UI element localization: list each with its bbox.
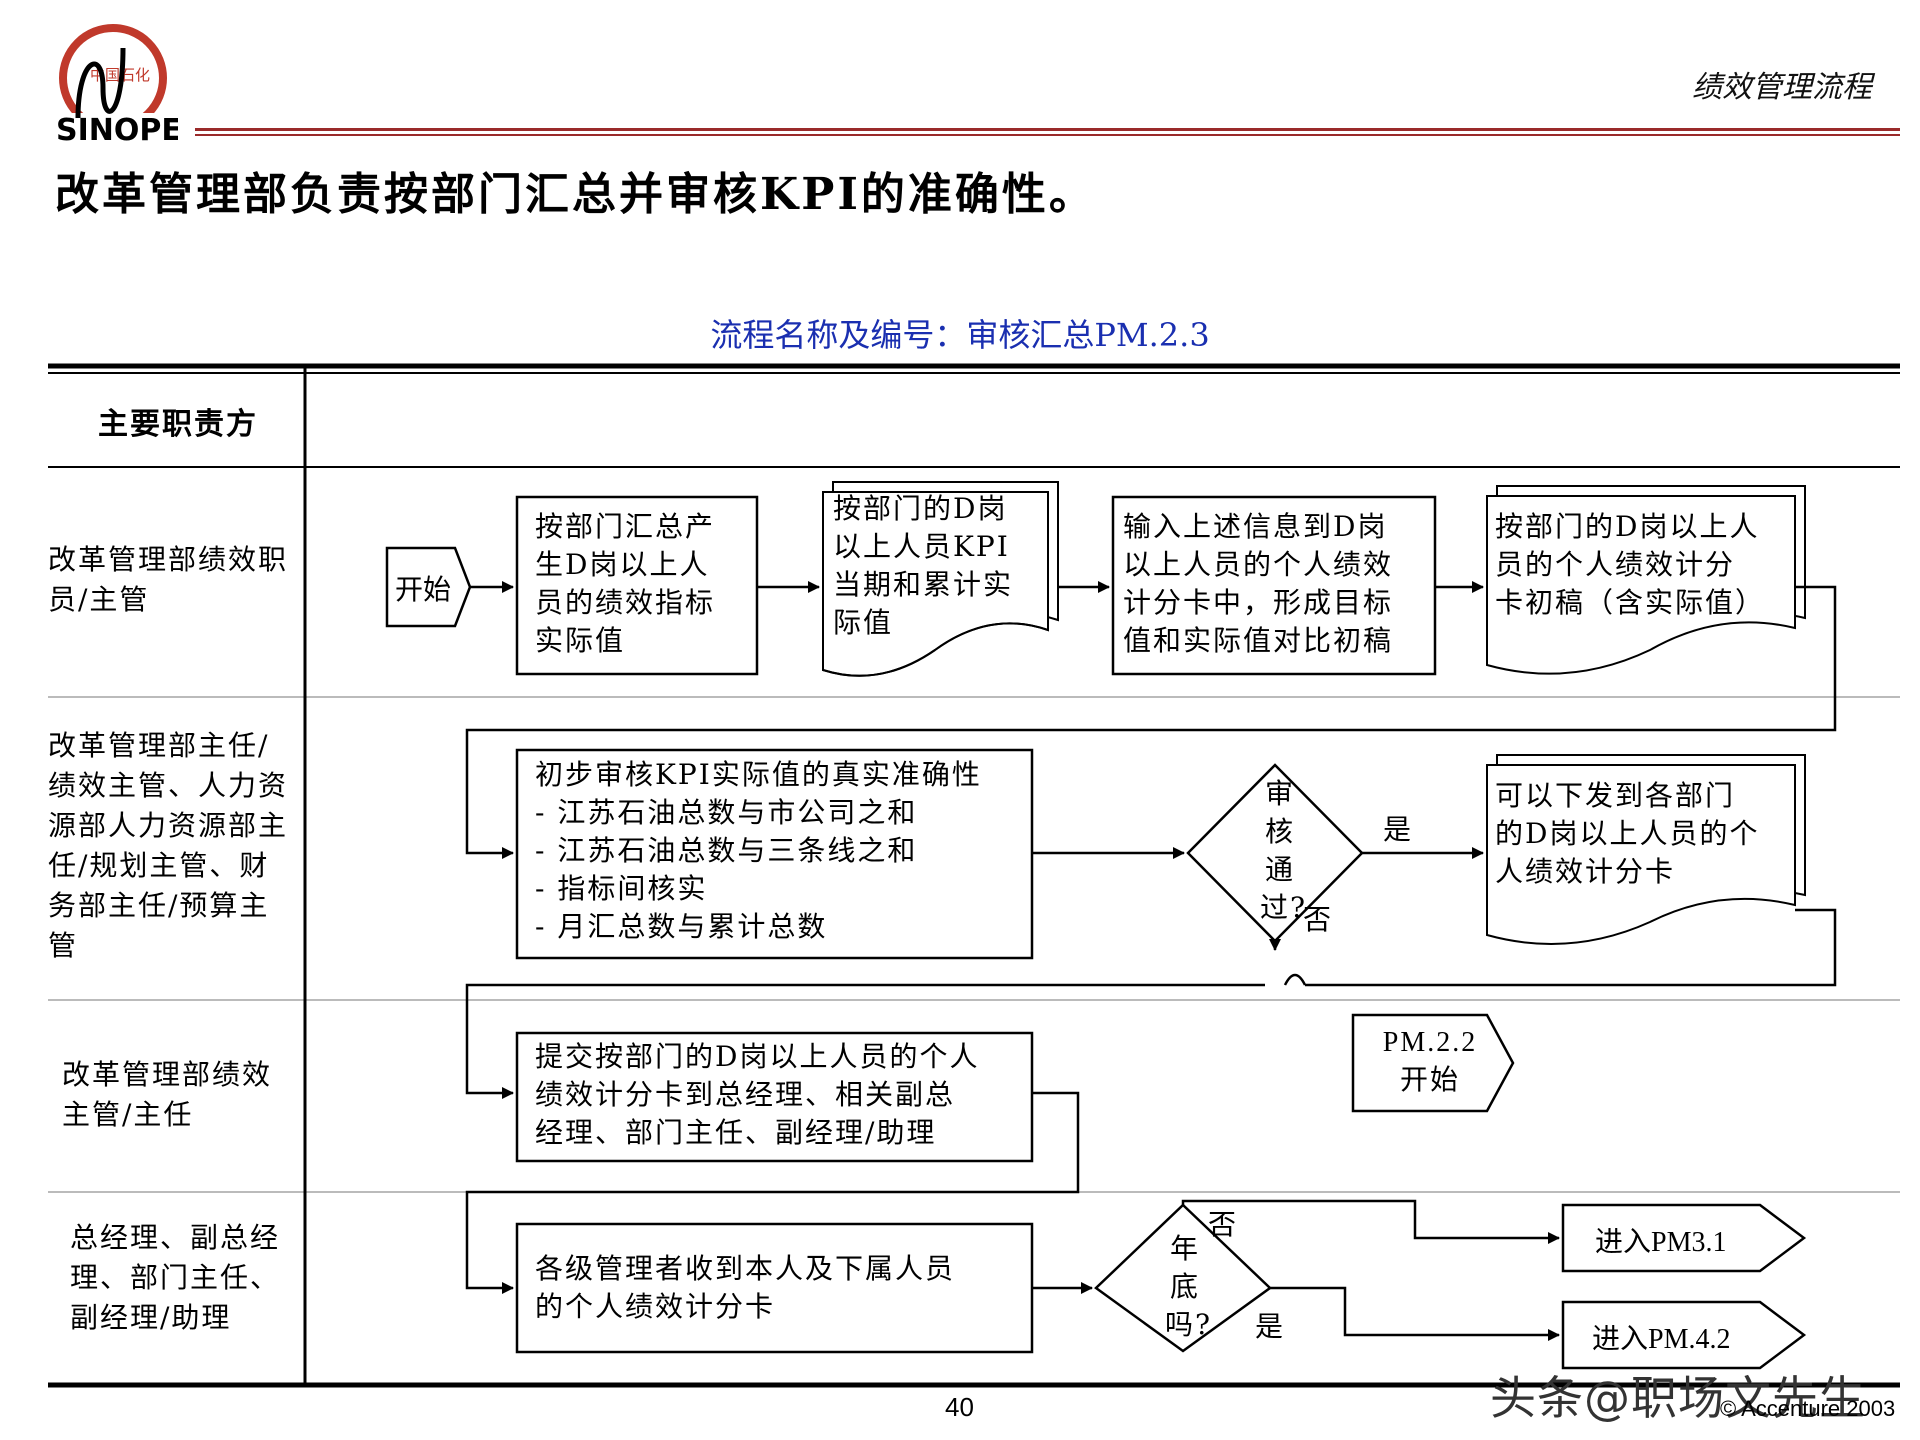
swimlane-grid xyxy=(48,363,1900,1388)
doc3-shape xyxy=(1486,754,1806,945)
doc2-text: 按部门的D岗以上人 员的个人绩效计分 卡初稿（含实际值） xyxy=(1495,510,1766,619)
lane-label-3: 改革管理部绩效主管/主任 xyxy=(62,1058,273,1131)
step5-text: 各级管理者收到本人及下属人员 的个人绩效计分卡 xyxy=(535,1252,956,1323)
sinopec-logo: SINOPEC 中国石化 xyxy=(56,24,178,148)
pm31-ref-shape xyxy=(1561,1203,1807,1273)
doc2-shape xyxy=(1486,485,1806,675)
pm22-ref-text: PM.2.2 开始 xyxy=(1382,1027,1478,1096)
doc1-shape xyxy=(822,481,1059,677)
decision1-no-label: 否 xyxy=(1303,903,1332,936)
doc3-text: 可以下发到各部门 的D岗以上人员的个 人绩效计分卡 xyxy=(1495,779,1760,888)
start-label: 开始 xyxy=(395,573,452,606)
page-title: 改革管理部负责按部门汇总并审核KPI的准确性。 xyxy=(55,169,1096,220)
start-node xyxy=(385,546,472,628)
step3-text: 初步审核KPI实际值的真实准确性 - 江苏石油总数与市公司之和 - 江苏石油总数… xyxy=(535,758,982,943)
pm22-ref-shape xyxy=(1351,1013,1515,1113)
lane-label-4: 总经理、副总经理、部门主任、副经理/助理 xyxy=(70,1221,281,1334)
header-rule xyxy=(195,128,1900,138)
section-label: 绩效管理流程 xyxy=(1692,70,1872,105)
step1-box xyxy=(515,495,759,676)
lane-label-2: 改革管理部主任/绩效主管、人力资源部人力资源部主任/规划主管、财务部主任/预算主… xyxy=(48,729,289,962)
pm42-ref-text: 进入PM.4.2 xyxy=(1592,1324,1731,1355)
step4-text: 提交按部门的D岗以上人员的个人 绩效计分卡到总经理、相关副总 经理、部门主任、副… xyxy=(535,1040,980,1149)
step3-box xyxy=(515,748,1034,960)
decision2-text: 年 底 吗? xyxy=(1165,1232,1213,1341)
step1-text: 按部门汇总产 生D岗以上人 员的绩效指标 实际值 xyxy=(535,510,716,657)
decision2-diamond xyxy=(1094,1203,1272,1353)
process-title: 流程名称及编号：审核汇总PM.2.3 xyxy=(710,316,1210,354)
doc1-text: 按部门的D岗 以上人员KPI 当期和累计实 际值 xyxy=(833,492,1014,639)
step5-box xyxy=(515,1222,1034,1354)
connectors xyxy=(465,581,1837,1341)
lane-header: 主要职责方 xyxy=(98,407,258,442)
watermark: 头条@职场文先生 xyxy=(1490,1371,1866,1425)
decision2-no-label: 否 xyxy=(1208,1208,1237,1241)
pm31-ref-text: 进入PM3.1 xyxy=(1595,1227,1727,1258)
decision1-yes-label: 是 xyxy=(1383,813,1412,846)
step2-text: 输入上述信息到D岗 以上人员的个人绩效 计分卡中，形成目标 值和实际值对比初稿 xyxy=(1123,510,1394,657)
decision2-yes-label: 是 xyxy=(1255,1310,1284,1343)
page-number: 40 xyxy=(945,1392,974,1422)
decision1-text: 审 核 通 过? xyxy=(1260,777,1308,924)
step4-box xyxy=(515,1031,1034,1163)
pm42-ref-shape xyxy=(1561,1300,1807,1370)
svg-text:SINOPEC: SINOPEC xyxy=(56,113,178,148)
step2-box xyxy=(1111,495,1437,676)
copyright: © Accenture 2003 xyxy=(1720,1396,1896,1421)
lane-label-1: 改革管理部绩效职员/主管 xyxy=(48,543,289,616)
